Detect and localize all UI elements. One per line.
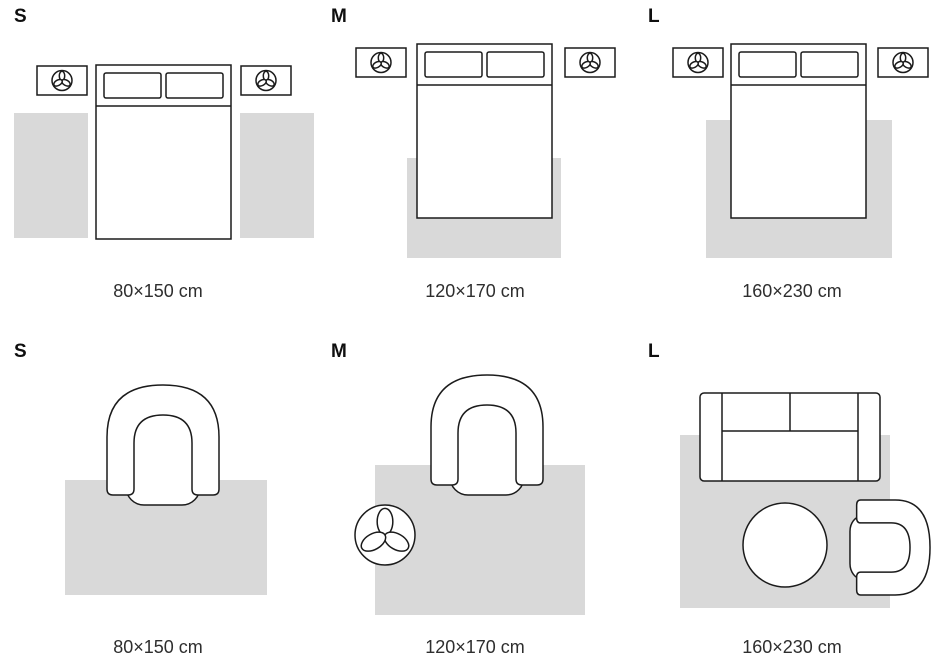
panel-bedroom-s: S 80×150 cm <box>0 0 316 335</box>
plant-icon <box>355 505 415 565</box>
panel-bedroom-l: L 160×230 cm <box>634 0 950 335</box>
nightstand-icon <box>356 48 406 77</box>
bed-icon <box>416 43 553 219</box>
panel-size: 120×170 cm <box>425 281 525 301</box>
panel-size: 80×150 cm <box>113 637 203 657</box>
scene-living-l <box>680 335 931 608</box>
armchair-icon <box>430 374 544 496</box>
armchair-icon <box>106 384 220 506</box>
nightstand-icon <box>37 66 87 95</box>
rug-runner-left <box>14 113 88 238</box>
coffee-table-icon <box>743 503 827 587</box>
panel-label: S <box>14 6 27 27</box>
panel-label: L <box>648 341 660 362</box>
panel-living-l: L 160×230 cm <box>634 335 950 670</box>
bed-icon <box>95 64 232 240</box>
panel-size: 160×230 cm <box>742 281 842 301</box>
panel-living-s: S 80×150 cm <box>0 335 316 670</box>
scene-bedroom-m <box>317 43 633 258</box>
panel-label: M <box>331 341 347 362</box>
scene-bedroom-l <box>634 43 950 258</box>
scene-bedroom-s <box>14 64 314 240</box>
panel-label: L <box>648 6 660 27</box>
nightstand-icon <box>241 66 291 95</box>
panel-label: M <box>331 6 347 27</box>
panel-size: 80×150 cm <box>113 281 203 301</box>
bed-icon <box>730 43 867 219</box>
nightstand-icon <box>878 48 928 77</box>
panel-living-m: M 120×170 cm <box>317 335 633 670</box>
nightstand-icon <box>565 48 615 77</box>
panel-label: S <box>14 341 27 362</box>
scene-living-s <box>65 384 267 595</box>
panel-size: 120×170 cm <box>425 637 525 657</box>
panel-bedroom-m: M 120×170 cm <box>317 0 633 335</box>
scene-living-m <box>317 374 585 615</box>
armchair-icon <box>849 499 931 596</box>
panel-size: 160×230 cm <box>742 637 842 657</box>
rug-runner-right <box>240 113 314 238</box>
sofa-icon <box>700 393 880 481</box>
nightstand-icon <box>673 48 723 77</box>
